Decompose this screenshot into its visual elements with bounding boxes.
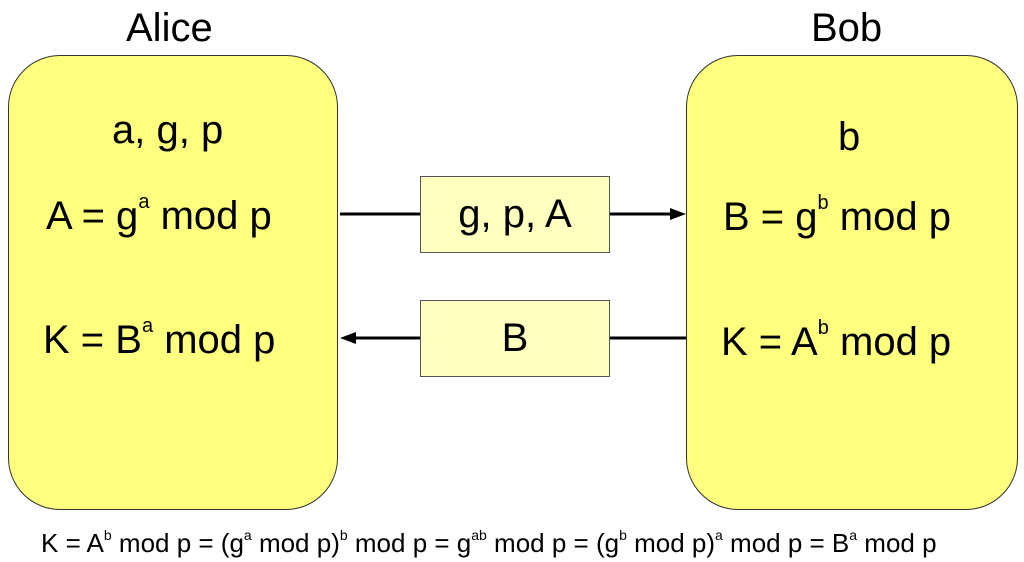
derivation-exponent: b bbox=[339, 527, 348, 543]
eq-mod: mod p bbox=[839, 195, 951, 239]
eq-base: A = g bbox=[46, 194, 139, 238]
message-to-alice: B bbox=[420, 300, 610, 377]
eq-mod: mod p bbox=[164, 318, 276, 362]
message-to-alice-label: B bbox=[501, 316, 529, 360]
arrow-to-alice-head bbox=[340, 332, 356, 344]
arrow-to-bob-head bbox=[670, 208, 686, 220]
bob-equation-K: K = Ab mod p bbox=[721, 318, 952, 364]
alice-equation-K: K = Ba mod p bbox=[43, 316, 276, 362]
eq-base: B = g bbox=[723, 195, 818, 239]
eq-exponent: a bbox=[141, 315, 154, 337]
bob-box bbox=[686, 55, 1018, 510]
derivation-part: K = A bbox=[41, 528, 104, 558]
eq-base: K = B bbox=[43, 318, 142, 362]
eq-exponent: b bbox=[817, 317, 829, 339]
derivation-exponent: b bbox=[103, 527, 112, 543]
bob-title: Bob bbox=[811, 6, 883, 50]
alice-box bbox=[8, 55, 338, 510]
shared-key-derivation: K = Ab mod p = (ga mod p)b mod p = gab m… bbox=[41, 527, 937, 558]
bob-equation-B: B = gb mod p bbox=[723, 193, 951, 239]
derivation-part: mod p) bbox=[626, 528, 716, 558]
eq-mod: mod p bbox=[160, 194, 272, 238]
derivation-exponent: ab bbox=[471, 527, 487, 543]
derivation-exponent: b bbox=[619, 527, 627, 543]
alice-title: Alice bbox=[126, 6, 213, 50]
message-to-bob: g, p, A bbox=[420, 176, 610, 253]
derivation-exponent: a bbox=[243, 527, 252, 543]
derivation-part: mod p = B bbox=[722, 528, 850, 558]
bob-params: b bbox=[838, 115, 861, 159]
derivation-part: mod p = g bbox=[347, 528, 472, 558]
derivation-part: mod p = (g bbox=[111, 528, 244, 558]
derivation-exponent: a bbox=[715, 527, 723, 543]
alice-equation-A: A = ga mod p bbox=[46, 192, 272, 238]
derivation-part: mod p = (g bbox=[486, 528, 620, 558]
message-to-bob-label: g, p, A bbox=[458, 192, 572, 236]
eq-mod: mod p bbox=[840, 320, 952, 364]
alice-params: a, g, p bbox=[112, 108, 224, 152]
derivation-exponent: a bbox=[849, 527, 858, 543]
eq-base: K = A bbox=[721, 320, 818, 364]
derivation-part: mod p) bbox=[251, 528, 340, 558]
eq-exponent: b bbox=[817, 192, 829, 214]
eq-exponent: a bbox=[138, 191, 150, 213]
derivation-part: mod p bbox=[857, 528, 937, 558]
